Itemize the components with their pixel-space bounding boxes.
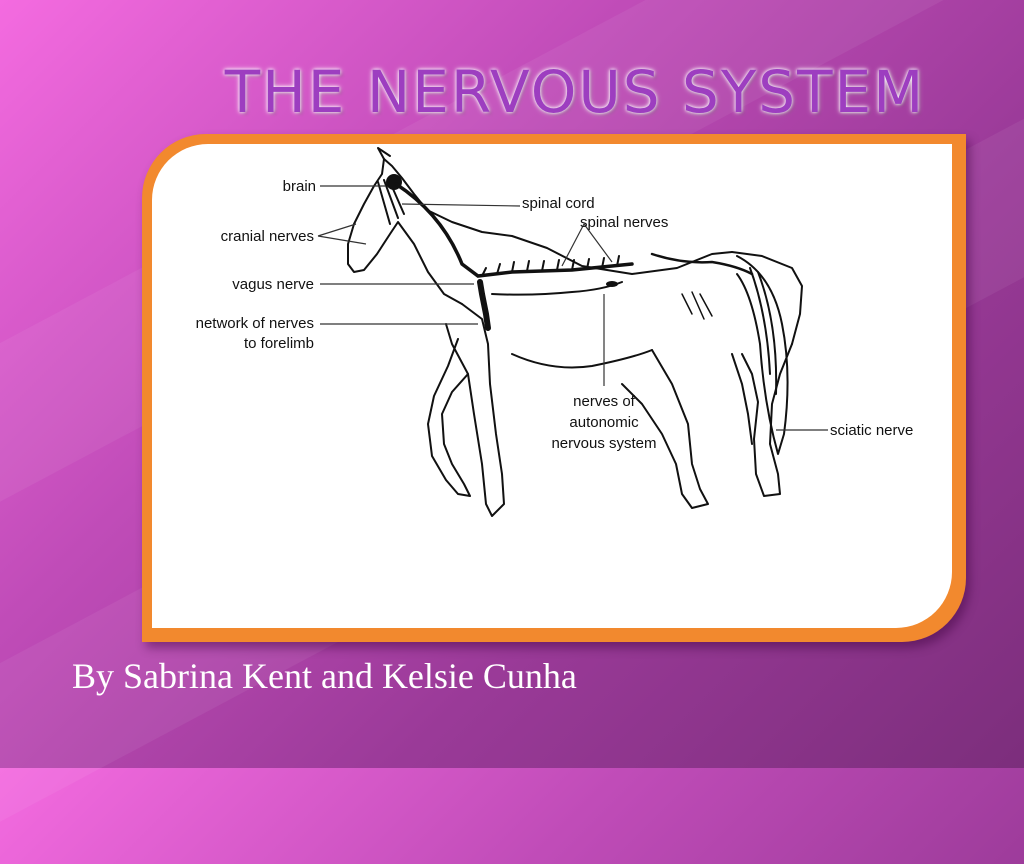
label-autonomic: autonomic	[569, 414, 639, 431]
spinal-nerve-ticks	[481, 255, 620, 277]
nerve-paths	[386, 174, 754, 331]
vagus-line	[491, 281, 623, 296]
label-spinal-nerves: spinal nerves	[580, 214, 668, 231]
label-sciatic-nerve: sciatic nerve	[830, 422, 913, 439]
label-network-of-nerves: network of nerves	[196, 315, 314, 332]
label-spinal-cord: spinal cord	[522, 195, 595, 212]
forelimb-plexus-mark	[477, 279, 491, 331]
slide-subtitle: By Sabrina Kent and Kelsie Cunha	[72, 656, 577, 696]
slide-title: THE NERVOUS SYSTEM	[224, 58, 926, 126]
diagram-labels: brain spinal cord spinal nerves cranial …	[196, 178, 914, 452]
label-to-forelimb: to forelimb	[244, 335, 314, 352]
sciatic-branches	[681, 291, 713, 320]
horse-nervous-system-diagram: brain spinal cord spinal nerves cranial …	[196, 147, 914, 517]
spinal-cord-leader-line	[401, 203, 521, 207]
label-nervous-system: nervous system	[551, 435, 656, 452]
rear-spinal-nerves	[650, 252, 754, 276]
diagram-frame: brain spinal cord spinal nerves cranial …	[142, 134, 966, 642]
label-brain: brain	[283, 178, 316, 195]
label-vagus-nerve: vagus nerve	[232, 276, 314, 293]
leader-lines	[317, 185, 828, 431]
label-cranial-nerves: cranial nerves	[221, 228, 314, 245]
spinal-cord-line	[394, 182, 634, 278]
cranial-nerves-leader-line	[317, 223, 367, 245]
label-nerves-of: nerves of	[573, 393, 636, 410]
diagram-panel: brain spinal cord spinal nerves cranial …	[152, 144, 952, 628]
spinal-nerves-leader-line	[561, 223, 613, 267]
